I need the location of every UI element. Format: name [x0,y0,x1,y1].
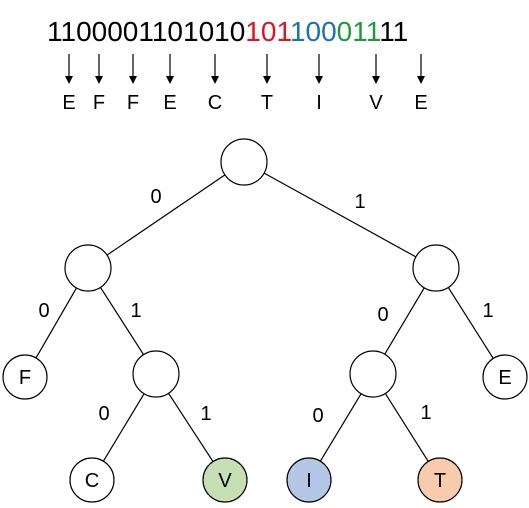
bit-segment: 11 [379,16,408,47]
node-label: I [306,470,312,492]
tree-edge [263,172,417,258]
decoded-letter: E [163,92,176,114]
decoded-letter: V [369,92,383,114]
decoded-letter: F [127,92,139,114]
node-label: F [19,367,31,389]
tree-edge [168,392,214,462]
node-circle [220,138,268,186]
tree-nodes: F E C V I T [2,138,528,503]
leaf-node: E [482,354,528,400]
leaf-node: C [69,457,115,503]
decoded-letter: F [93,92,105,114]
tree-edge [447,287,494,359]
decoded-letter: E [414,92,427,114]
node-label: E [498,367,511,389]
tree-edge [384,287,425,355]
node-label: V [218,470,232,492]
internal-node [349,350,397,398]
tree-edge-labels: 0 1 0 1 0 1 0 1 0 1 [38,186,493,427]
internal-node [220,138,268,186]
tree-edge [102,393,145,462]
node-circle [2,354,48,400]
node-circle [132,350,180,398]
bit-segment: 100 [290,16,337,47]
leaf-node: I [286,457,332,503]
edge-bit-label: 0 [38,300,49,322]
node-circle [417,457,463,503]
tree-edge [106,174,226,256]
bit-segment: 011 [337,16,381,47]
edge-bit-label: 0 [150,186,161,208]
edge-bit-label: 1 [420,402,431,424]
decoded-letter: E [62,92,75,114]
encoded-bitstring: 110000110101010110001111 [47,16,408,47]
tree-edge [35,287,78,359]
internal-node [412,244,460,292]
node-circle [69,457,115,503]
edge-bit-label: 1 [200,403,211,425]
bit-segment: 1100001101010 [47,16,245,47]
node-label: C [85,470,99,492]
edge-bit-label: 1 [482,300,493,322]
node-circle [482,354,528,400]
internal-node [64,244,112,292]
edge-bit-label: 0 [312,405,323,427]
node-circle [286,457,332,503]
edge-bit-label: 1 [130,300,141,322]
node-circle [64,244,112,292]
leaf-node: T [417,457,463,503]
tree-edge [319,393,362,462]
decoded-letter: T [261,92,273,114]
edge-bit-label: 1 [354,191,365,213]
node-circle [202,457,248,503]
tree-edge [99,287,145,355]
leaf-node: F [2,354,48,400]
internal-node [132,350,180,398]
edge-bit-label: 0 [98,403,109,425]
decoded-letter: I [316,92,322,114]
node-label: T [434,470,446,492]
bit-segment: 101 [245,16,291,47]
edge-bit-label: 0 [377,304,388,326]
tree-edges [35,172,494,462]
leaf-node: V [202,457,248,503]
node-circle [349,350,397,398]
decoded-letter: C [208,92,222,114]
tree-edge [384,393,429,462]
node-circle [412,244,460,292]
